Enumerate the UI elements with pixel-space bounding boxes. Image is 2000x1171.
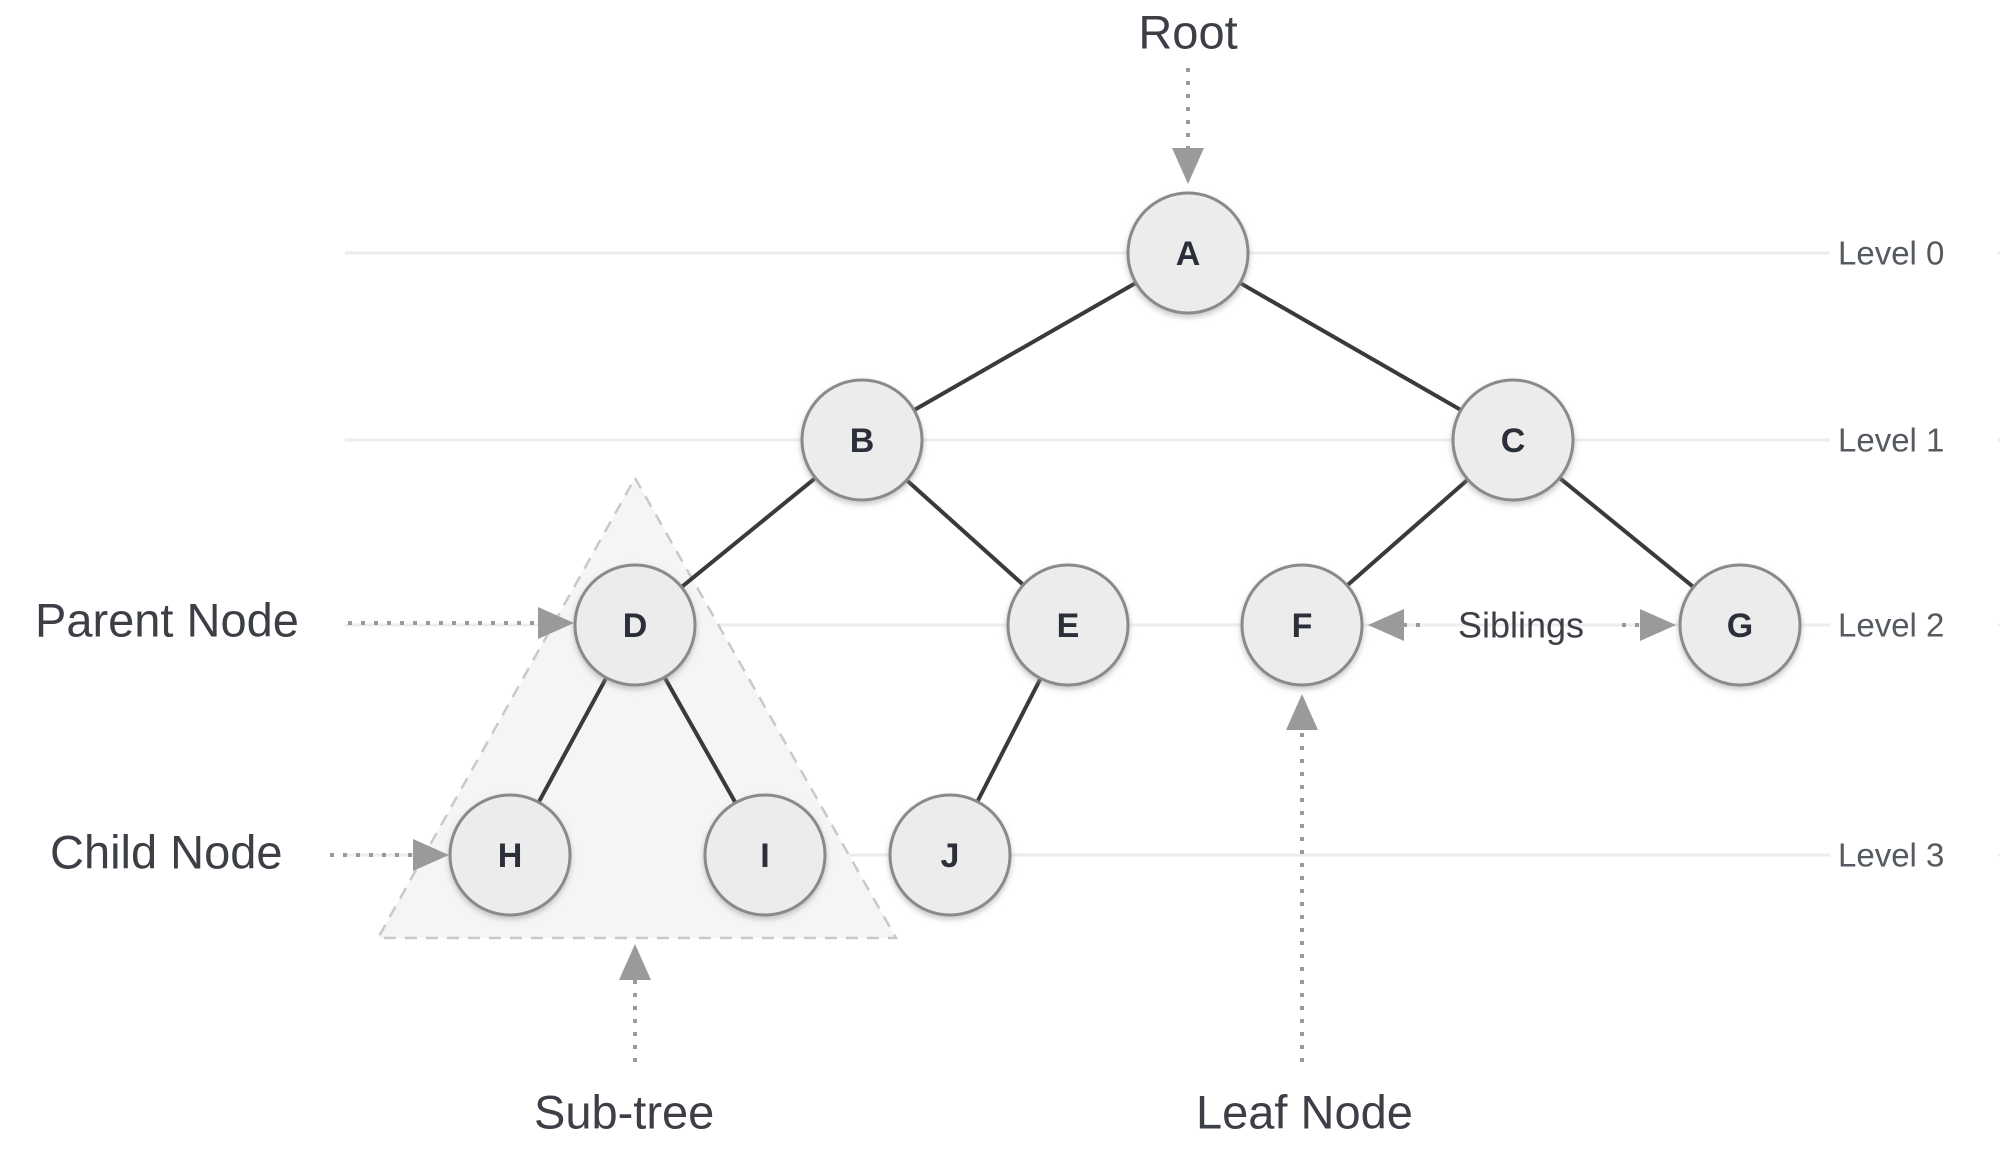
level-label-bg-2 <box>1830 603 1998 647</box>
node-label-J: J <box>941 837 960 875</box>
annotation-parent-node: Parent Node <box>35 594 299 647</box>
level-label-bg-1 <box>1830 418 1998 462</box>
edge-D-H <box>536 675 609 805</box>
annotation-root: Root <box>1138 6 1237 59</box>
node-circle-A[interactable] <box>1126 191 1250 315</box>
annotation-siblings: Siblings <box>1458 605 1584 646</box>
node-circle-E[interactable] <box>1006 563 1130 687</box>
annotation-leaf-node: Leaf Node <box>1196 1086 1413 1139</box>
node-E[interactable]: E <box>1006 563 1130 687</box>
level-labels: Level 0 Level 1 Level 2 Level 3 <box>1830 231 1998 877</box>
node-label-B: B <box>850 422 875 460</box>
node-circle-H[interactable] <box>448 793 572 917</box>
edge-C-G <box>1557 475 1696 590</box>
node-circle-J[interactable] <box>888 793 1012 917</box>
node-A[interactable]: A <box>1126 191 1250 315</box>
node-D[interactable]: D <box>573 563 697 687</box>
level-label-1: Level 1 <box>1838 422 1944 459</box>
tree-nodes: A B C D E F G H I J <box>448 191 1802 917</box>
node-label-H: H <box>498 837 523 875</box>
edge-A-C <box>1238 280 1463 413</box>
node-label-C: C <box>1501 422 1526 460</box>
node-circle-F[interactable] <box>1240 563 1364 687</box>
node-J[interactable]: J <box>888 793 1012 917</box>
node-label-F: F <box>1292 607 1313 645</box>
node-circle-D[interactable] <box>573 563 697 687</box>
node-circle-G[interactable] <box>1678 563 1802 687</box>
level-label-bg-3 <box>1830 833 1998 877</box>
node-label-A: A <box>1176 235 1201 273</box>
edge-C-F <box>1345 477 1470 588</box>
annotation-child-node: Child Node <box>50 826 283 879</box>
node-label-I: I <box>760 837 769 875</box>
node-G[interactable]: G <box>1678 563 1802 687</box>
node-label-G: G <box>1727 607 1753 645</box>
node-circle-B[interactable] <box>800 378 924 502</box>
node-label-D: D <box>623 607 648 645</box>
level-label-3: Level 3 <box>1838 837 1944 874</box>
node-H[interactable]: H <box>448 793 572 917</box>
level-label-2: Level 2 <box>1838 607 1944 644</box>
node-label-E: E <box>1057 607 1080 645</box>
edge-A-B <box>912 280 1138 413</box>
node-I[interactable]: I <box>703 793 827 917</box>
edge-B-D <box>679 475 818 590</box>
level-label-bg-0 <box>1830 231 1998 275</box>
level-label-0: Level 0 <box>1838 235 1944 272</box>
node-B[interactable]: B <box>800 378 924 502</box>
node-C[interactable]: C <box>1451 378 1575 502</box>
edge-B-E <box>904 478 1026 587</box>
node-circle-I[interactable] <box>703 793 827 917</box>
node-circle-C[interactable] <box>1451 378 1575 502</box>
annotation-sub-tree: Sub-tree <box>534 1086 714 1139</box>
edge-E-J <box>975 676 1043 804</box>
tree-edges <box>536 280 1696 805</box>
annotation-leaders <box>330 68 1676 1062</box>
edge-D-I <box>662 675 738 805</box>
node-F[interactable]: F <box>1240 563 1364 687</box>
